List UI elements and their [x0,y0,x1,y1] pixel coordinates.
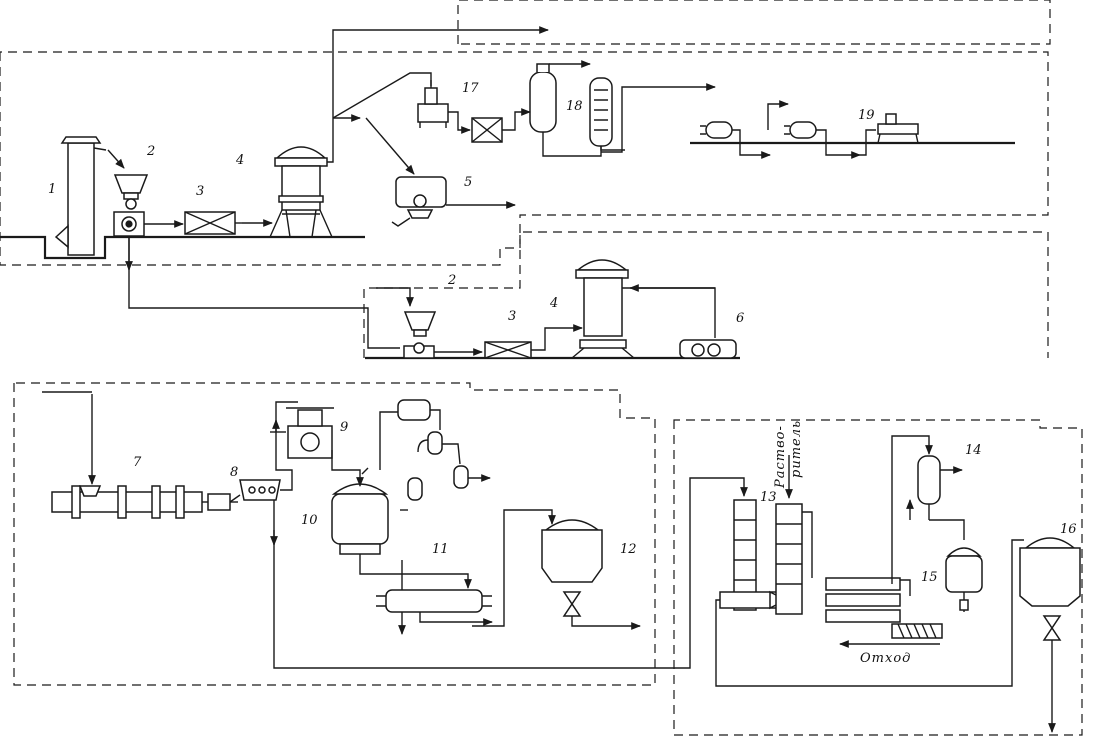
label-16: 16 [1060,522,1077,537]
boundary-upper-main [0,51,1049,266]
label-11: 11 [432,542,449,557]
label-3: 3 [196,184,204,199]
boundary-upper-lower [363,231,1049,358]
boundary-lower-left [13,382,656,686]
mill-upper [113,211,145,237]
equipment-labels: 1 2 3 4 5 2 3 4 6 7 8 9 10 11 12 13 14 1… [48,81,1077,585]
condenser-group [397,399,469,501]
solvent-label-line1: Раство- [773,425,788,489]
separator-14 [917,455,941,520]
reactor-4b [571,259,635,359]
solvent-label-line2: ритель [789,420,804,478]
label-1: 1 [48,182,56,197]
reactor-4 [269,146,333,238]
label-2b: 2 [447,273,456,288]
label-8: 8 [230,465,238,480]
label-13: 13 [760,490,777,505]
label-12: 12 [620,542,637,557]
elevator-1 [54,136,107,256]
hopper-2b [376,287,437,359]
boundary-upper-right [457,0,1051,45]
floor-lines [0,141,1015,360]
unit-5 [391,176,447,227]
label-7: 7 [133,455,142,470]
unit-17 [417,80,449,128]
label-10: 10 [301,513,318,528]
unit-19 [877,113,919,144]
separator-9 [286,407,334,459]
label-15: 15 [921,570,938,585]
label-4: 4 [235,153,244,168]
lower-strip-lines [434,284,716,356]
column-13 [719,455,803,615]
label-2: 2 [146,144,155,159]
annotations: Раство- ритель Отход [773,420,911,666]
filter-unit [471,117,503,143]
label-19: 19 [858,108,875,123]
label-9: 9 [340,420,348,435]
heat-exchanger-bank [825,577,901,623]
dryer-3 [184,211,242,235]
dryer-3b [484,341,532,359]
label-4b: 4 [549,296,558,311]
pump-upper-1 [700,121,733,139]
label-18: 18 [566,99,583,114]
reactor-16 [1019,537,1081,641]
label-6: 6 [736,311,744,326]
vessel-15 [945,547,983,612]
boundary-lower-right [673,419,1083,736]
unit-6 [679,339,737,359]
label-5: 5 [464,175,472,190]
screw-separator [891,623,943,639]
screw-conveyor-7 [42,391,231,519]
lower-left-lines [230,401,748,669]
washer-8 [229,479,281,503]
reactor-10 [331,467,389,555]
label-3b: 3 [508,309,516,324]
label-14: 14 [965,443,982,458]
pump-upper-2 [784,121,817,139]
column-18 [529,63,613,152]
lower-right-lines [715,435,1056,733]
label-17: 17 [462,81,479,96]
heat-exchanger-11 [376,589,492,613]
reactor-12 [541,519,603,617]
waste-label: Отход [860,651,911,666]
upper-flow-lines [125,26,876,349]
hopper-2 [107,149,149,210]
